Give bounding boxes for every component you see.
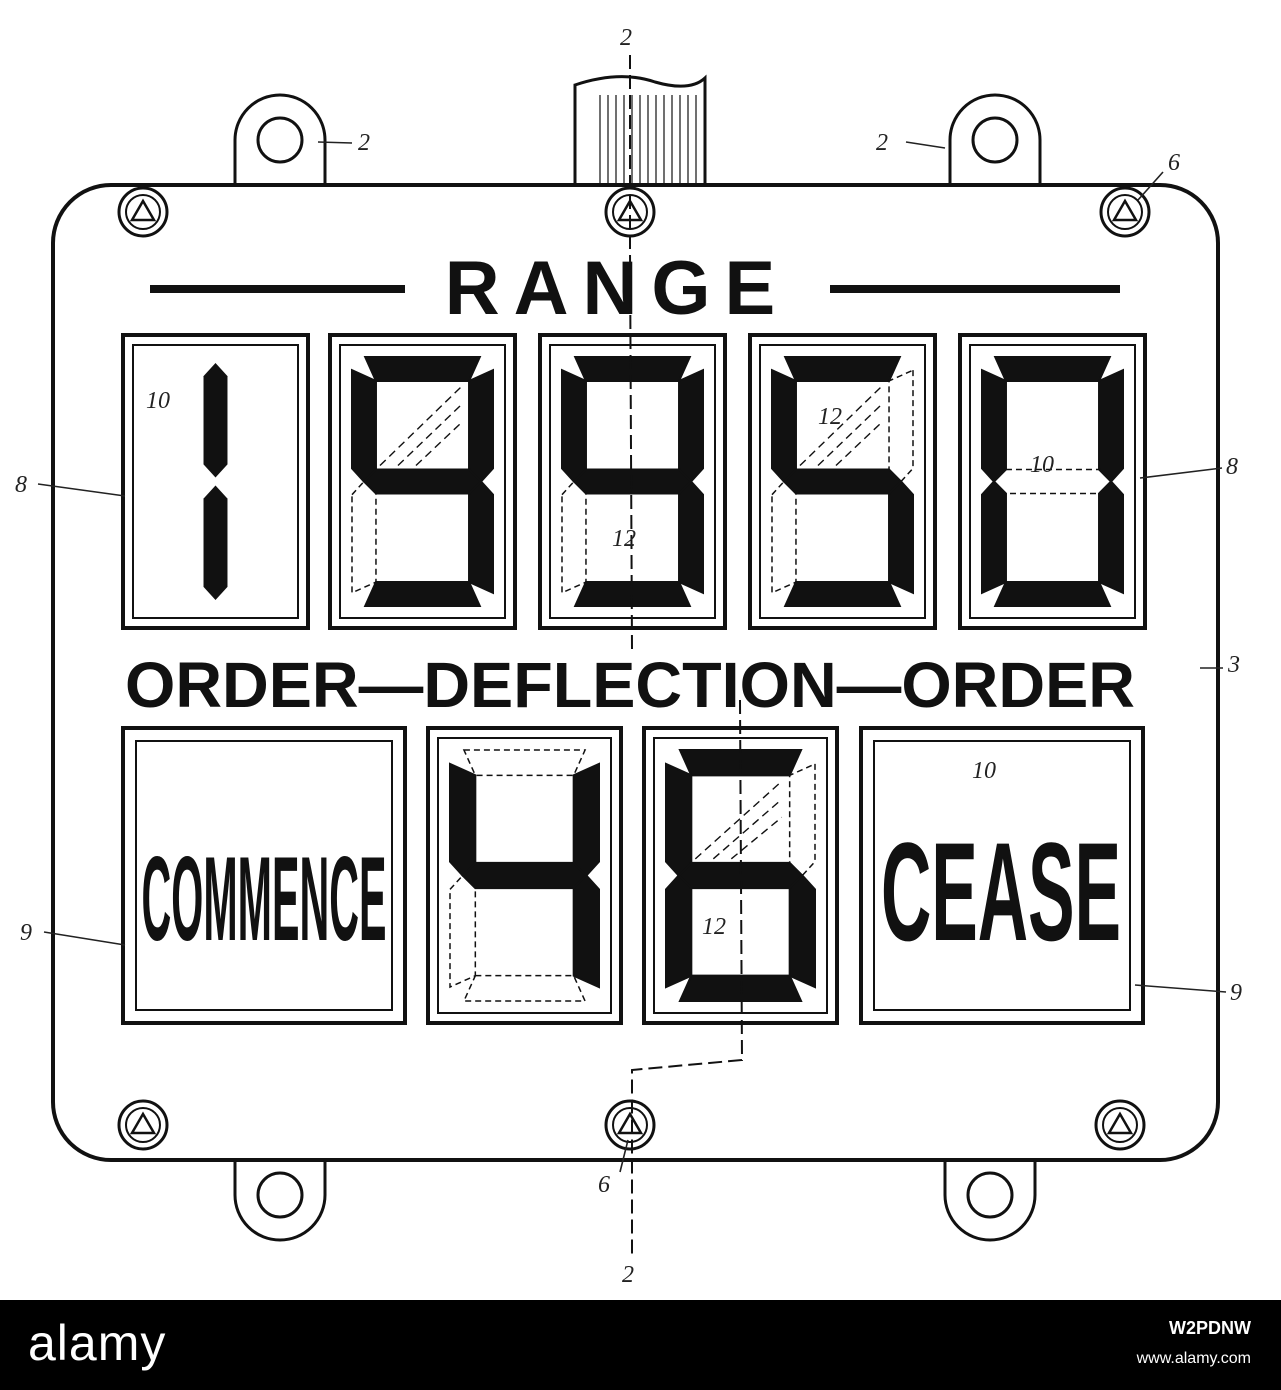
lug-4 <box>945 1157 1035 1240</box>
segment-on <box>666 764 691 876</box>
segment-on <box>469 482 493 593</box>
segment-on <box>204 363 228 478</box>
segment-on <box>365 357 480 381</box>
range-display: 19950 <box>123 335 1145 628</box>
patent-drawing: RANGE 19950 ORDER—DEFLECTION—ORDER COMME… <box>0 0 1281 1300</box>
ref-section-top: 2 <box>620 25 632 51</box>
commence-text: COMMENCE <box>142 832 387 966</box>
digit-window: 5 <box>750 335 935 628</box>
watermark-logo: alamy <box>28 1314 166 1372</box>
segment-on <box>679 370 703 481</box>
segment-on <box>995 582 1110 606</box>
order-deflection-label: ORDER—DEFLECTION—ORDER <box>125 649 1135 721</box>
segment-on <box>785 357 900 381</box>
ref-segment-2: 12 <box>612 526 636 552</box>
lug-2 <box>950 95 1040 188</box>
segment-on <box>574 764 599 876</box>
segment-on <box>982 370 1006 481</box>
commence-window: COMMENCE <box>123 728 405 1023</box>
segment-on <box>450 764 475 876</box>
segment-on <box>365 582 480 606</box>
segment-on <box>680 976 801 1001</box>
ref-order-window-left: 9 <box>20 920 32 946</box>
ref-lug-left: 2 <box>358 130 370 156</box>
screw-1 <box>119 188 167 236</box>
segment-on <box>784 470 901 494</box>
ref-range-window-left: 8 <box>15 472 27 498</box>
segment-on <box>679 482 703 593</box>
ref-segment-1: 12 <box>818 404 842 430</box>
digit-window: 4 <box>428 728 621 1023</box>
segment-on <box>463 863 587 888</box>
ref-panel-body: 3 <box>1227 652 1240 678</box>
ref-lug-right: 2 <box>876 130 888 156</box>
segment-on <box>574 876 599 988</box>
ref-section-bottom: 2 <box>622 1262 634 1288</box>
range-heading-text: RANGE <box>445 246 789 331</box>
ref-indicator-2: 10 <box>1030 452 1054 478</box>
ref-order-window-right: 9 <box>1230 980 1242 1006</box>
digit-window: 9 <box>330 335 515 628</box>
ref-indicator-3: 10 <box>972 758 996 784</box>
cease-text: CEASE <box>881 813 1121 970</box>
segment-on <box>982 482 1006 593</box>
segment-on <box>469 370 493 481</box>
digit-window: 1 <box>123 335 308 628</box>
segment-on <box>204 486 228 601</box>
lug-3 <box>235 1157 325 1240</box>
segment-on <box>772 370 796 481</box>
segment-on <box>995 357 1110 381</box>
stock-watermark-bar: alamy W2PDNW www.alamy.com <box>0 1300 1281 1390</box>
segment-on <box>666 876 691 988</box>
screw-5 <box>606 1101 654 1149</box>
segment-on <box>352 370 376 481</box>
segment-on <box>562 370 586 481</box>
segment-on <box>574 470 691 494</box>
ref-indicator-1: 10 <box>146 388 170 414</box>
segment-on <box>790 876 815 988</box>
segment-on <box>364 470 481 494</box>
ref-screw-top: 6 <box>1168 150 1180 176</box>
segment-on <box>785 582 900 606</box>
screw-4 <box>119 1101 167 1149</box>
conduit <box>575 77 705 185</box>
watermark-url: www.alamy.com <box>1137 1350 1251 1368</box>
watermark-image-id: W2PDNW <box>1169 1318 1251 1339</box>
segment-on <box>1099 370 1123 481</box>
digit-window: 0 <box>960 335 1145 628</box>
lug-1 <box>235 95 325 188</box>
segment-on <box>575 357 690 381</box>
ref-range-window-right: 8 <box>1226 454 1238 480</box>
ref-screw-bottom: 6 <box>598 1172 610 1198</box>
cease-window: CEASE <box>861 728 1143 1023</box>
ref-segment-3: 12 <box>702 914 726 940</box>
screw-6 <box>1096 1101 1144 1149</box>
segment-on <box>1099 482 1123 593</box>
segment-on <box>889 482 913 593</box>
